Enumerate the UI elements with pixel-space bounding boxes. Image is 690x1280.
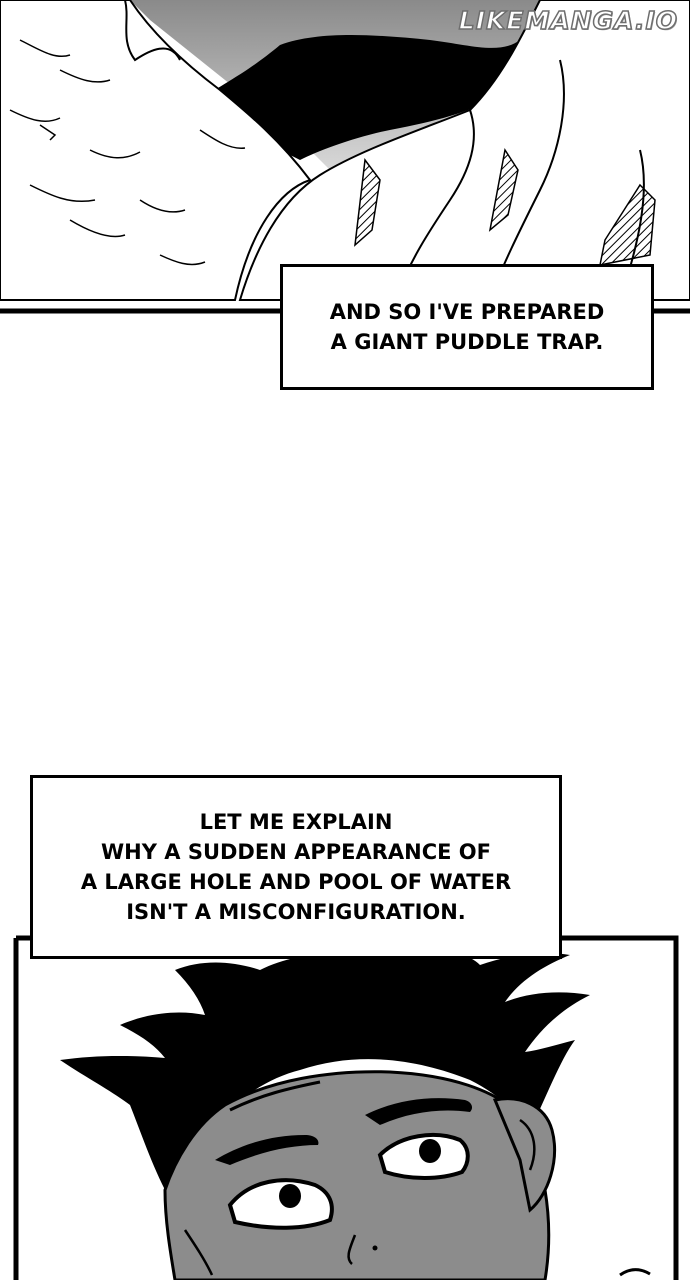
mountain-panel-art xyxy=(0,0,690,314)
mountain-shadow xyxy=(209,35,520,160)
right-peak xyxy=(238,0,690,301)
caption-line: A LARGE HOLE AND POOL OF WATER xyxy=(80,870,512,894)
caption-line: WHY A SUDDEN APPEARANCE OF xyxy=(101,840,491,864)
left-eye xyxy=(227,1178,334,1230)
right-eyebrow xyxy=(365,1098,473,1125)
caption-box-puddle-trap: AND SO I'VE PREPARED A GIANT PUDDLE TRAP… xyxy=(280,264,654,390)
ear xyxy=(492,1097,557,1213)
caption-line: AND SO I'VE PREPARED xyxy=(329,300,605,324)
character-panel-art xyxy=(13,935,679,1280)
nose xyxy=(347,1234,357,1265)
caption-line: LET ME EXPLAIN xyxy=(199,810,393,834)
hair xyxy=(60,947,590,1190)
caption-line: ISN'T A MISCONFIGURATION. xyxy=(126,900,466,924)
caption-line: A GIANT PUDDLE TRAP. xyxy=(330,330,604,354)
watermark-text: LIKEMANGA.IO xyxy=(458,5,678,36)
left-eyebrow xyxy=(215,1135,319,1165)
caption-box-explanation: LET ME EXPLAIN WHY A SUDDEN APPEARANCE O… xyxy=(30,775,562,959)
